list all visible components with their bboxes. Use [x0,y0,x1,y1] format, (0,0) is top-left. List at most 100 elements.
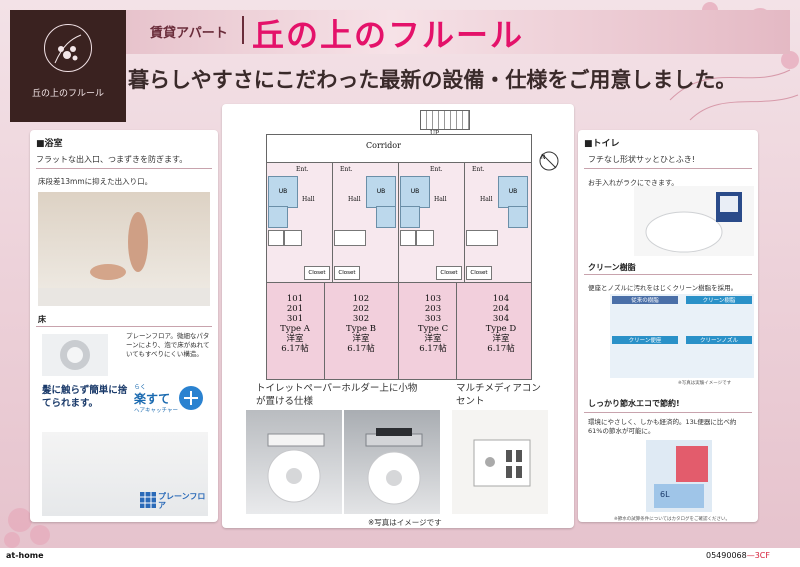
entrance-label: Ent. [296,166,309,173]
photo-note: ※写真はイメージです [368,518,442,527]
tank-label: 6L [660,490,670,499]
room-number: 304 [492,314,510,324]
room-number: 104 [492,294,510,304]
room-number: 303 [424,314,442,324]
toilet-fixture [268,206,288,228]
listing-code: 05490068 [706,551,747,560]
property-title: 丘の上のフルール [252,16,525,54]
closet: Closet [436,266,462,280]
entrance-label: Ent. [472,166,485,173]
outlet-icon [473,439,531,487]
svg-text:N: N [541,154,546,161]
title-banner [126,10,790,54]
room-kind: 洋室 [286,334,304,344]
badge-main: 楽すて [134,392,171,406]
water-description: 環境にやさしく、しかも経済的。13L便器に比べ約61%の節水が可能に。 [588,418,737,435]
hall-label: Hall [348,196,361,203]
resin-label: 従来の樹脂 [612,296,678,304]
closet: Closet [334,266,360,280]
paper-holder-photo [246,410,342,514]
corridor [266,134,532,164]
room-number: 201 [286,304,304,314]
floor-description: プレーンフロア。微細なパターンにより、泡で床がぬれていてもすべりにくい構造。 [126,332,210,358]
badge-sub: ヘアキャッチャー [134,408,178,414]
western-room [324,282,400,380]
room-size: 6.17帖 [281,344,309,354]
unit-bath: UB [400,176,430,208]
kitchen-fixture [400,230,416,246]
toilet-lead: フチなし形状サッとひとふき! [588,155,695,164]
drain-text: 髪に触らず簡単に捨てられます。 [42,385,128,409]
toilet-bowl-photo [634,186,754,256]
water-tank-icon [654,446,708,508]
drain-photo [42,334,108,376]
corridor-label: Corridor [366,141,401,150]
unit-label-d: 104 204 304 Type D 洋室 6.17帖 [470,294,532,354]
toilet-bowl-icon [645,192,742,253]
unit-label-a: 101 201 301 Type A 洋室 6.17帖 [266,294,324,354]
logo-text: 丘の上のフルール [31,89,104,99]
room-number: 102 [352,294,370,304]
unit-type: Type C [417,324,449,334]
unit-type: Type B [346,324,376,334]
logo-emblem [44,24,92,72]
hall-label: Hall [480,196,493,203]
entrance-label: Ent. [340,166,353,173]
north-arrow-icon: N [539,151,559,171]
western-room [266,282,326,380]
toilet-fixture [508,206,528,228]
paper-holder-icon [267,433,325,503]
headline: 暮らしやすさにこだわった最新の設備・仕様をご用意しました。 [128,68,737,92]
stairs [420,110,470,130]
entrance-label: Ent. [430,166,443,173]
kitchen-fixture [416,230,434,246]
feet-illustration-icon [38,212,210,306]
floor-badge: プレーンフロア [158,492,206,510]
smartphone-on-holder-icon [365,428,423,505]
hall-label: Hall [302,196,315,203]
toilet-panel: ■トイレ フチなし形状サッとひとふき! お手入れがラクにできます。 クリーン樹脂… [578,130,758,522]
unit-type: Type D [485,324,517,334]
up-label: UP [430,130,439,137]
water-heading: しっかり節水エコで節約! [588,399,680,408]
room-size: 6.17帖 [347,344,375,354]
kitchen-fixture [284,230,302,246]
room-number: 302 [352,314,370,324]
resin-label: クリーン便座 [612,336,678,344]
resin-note: ※写真は実験イメージです [678,381,732,386]
water-savings-chart [646,440,712,512]
multimedia-outlet-photo [452,410,548,514]
unit-type: Type A [280,324,310,334]
resin-heading: クリーン樹脂 [588,263,636,272]
room-number: 101 [286,294,304,304]
resin-label: クリーンノズル [686,336,752,344]
closet: Closet [466,266,492,280]
care-text: お手入れがラクにできます。 [588,179,679,187]
room-size: 6.17帖 [487,344,515,354]
room-kind: 洋室 [492,334,510,344]
divider [36,168,212,169]
category-label: 賃貸アパート [150,26,228,41]
unit-bath: UB [268,176,298,208]
water-note: ※節水の試算条件についてはカタログをご確認ください。 [614,517,731,522]
unit-bath: UB [366,176,396,208]
step-note: 床段差13mmに抑えた出入り口。 [38,177,153,186]
toilet-fixture [400,206,420,228]
unit-bath: UB [498,176,528,208]
room-size: 6.17帖 [419,344,447,354]
hall-label: Hall [434,196,447,203]
title-separator [242,16,244,44]
drain-icon [60,340,90,370]
flower-decoration-icon [4,508,50,548]
room-number: 301 [286,314,304,324]
toilet-heading: ■トイレ [584,139,620,149]
kitchen-fixture [466,230,498,246]
room-kind: 洋室 [352,334,370,344]
floor-pattern-icon [140,492,156,508]
resin-description: 便座とノズルに汚れをはじくクリーン樹脂を採用。 [588,284,738,292]
kitchen-fixture [334,230,366,246]
bath-panel: ■浴室 フラットな出入口、つまずきを防ぎます。 床段差13mmに抑えた出入り口。… [30,130,218,522]
bath-entrance-photo [38,192,210,306]
footer-brand: at-home [6,551,44,560]
media-caption: マルチメディアコンセント [456,383,541,407]
